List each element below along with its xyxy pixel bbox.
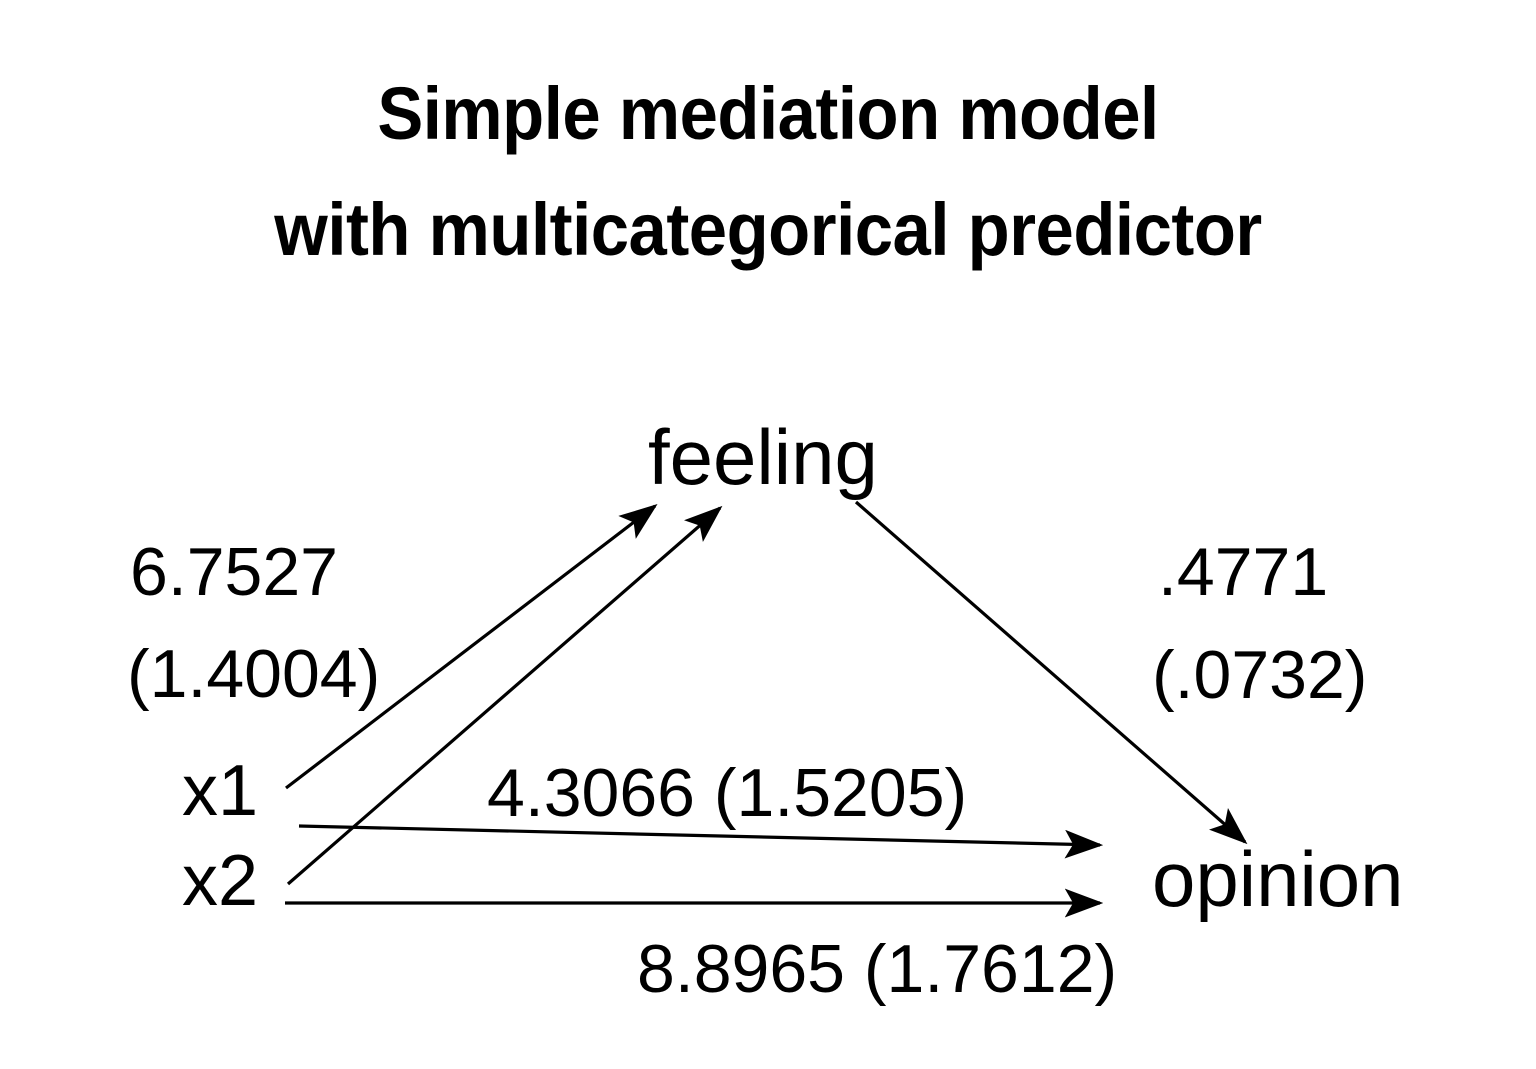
coefficient-a-estimate: 6.7527 — [130, 534, 338, 610]
coefficient-direct-x1: 4.3066 (1.5205) — [487, 755, 968, 831]
path-x2-to-feeling — [286, 505, 723, 886]
path-x1-to-feeling — [285, 504, 658, 790]
coefficient-b-standard-error: (.0732) — [1152, 637, 1368, 713]
page-title: Simple mediation model with multicategor… — [54, 56, 1482, 288]
title-line-2: with multicategorical predictor — [274, 188, 1262, 271]
node-x2: x2 — [182, 841, 259, 921]
path-feeling-to-opinion — [854, 500, 1248, 845]
coefficient-a-standard-error: (1.4004) — [127, 636, 381, 712]
coefficient-direct-x2: 8.8965 (1.7612) — [637, 931, 1118, 1007]
node-feeling: feeling — [648, 413, 878, 501]
coefficient-b-estimate: .4771 — [1158, 534, 1329, 610]
node-x1: x1 — [182, 751, 259, 831]
title-line-1: Simple mediation model — [377, 72, 1159, 155]
node-opinion: opinion — [1152, 835, 1404, 923]
path-x1-to-opinion — [298, 824, 1104, 859]
